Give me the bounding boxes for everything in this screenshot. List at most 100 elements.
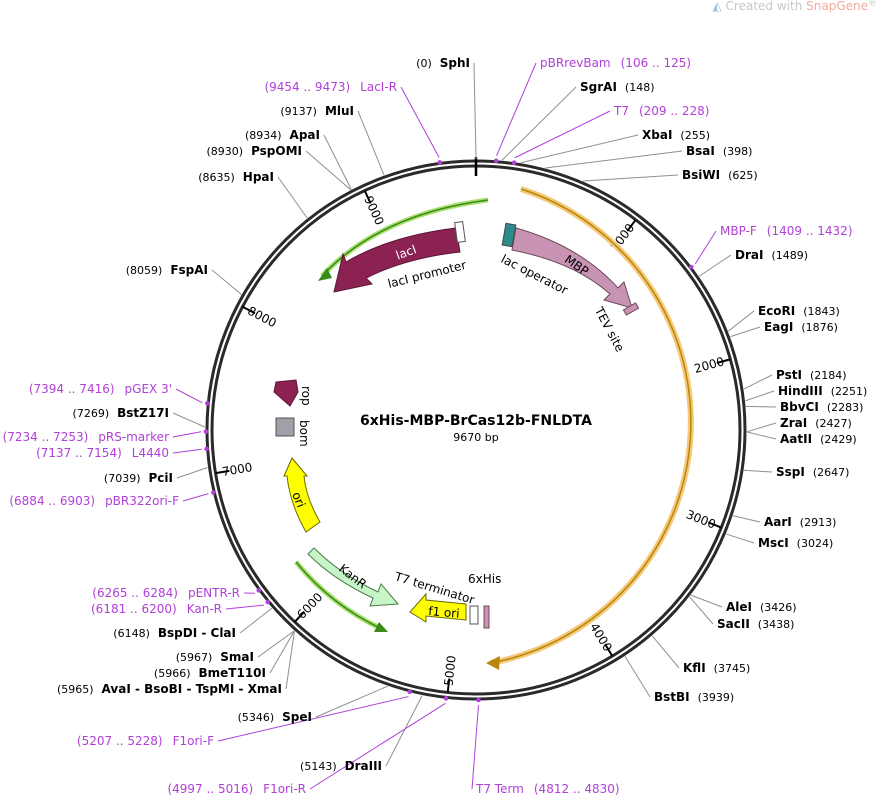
restriction-site-label: KflI(3745) [683,661,750,675]
primer-leader-line [514,110,611,159]
feature-bom-box [275,417,295,437]
restriction-site-label: BsaI(398) [686,144,752,158]
site-leader-line [257,630,295,658]
tick-label: 9000 [361,194,387,228]
site-leader-line [545,150,683,169]
restriction-site-labels: (0)SphISgrAI(148)XbaI(255)BsaI(398)BsiWI… [57,56,867,773]
primer-leader-line [172,448,202,454]
tick-mark [604,643,614,657]
restriction-site-label: (8059)FspAI [126,263,208,277]
primer-leader-line [182,493,209,502]
primer-label: (7394 .. 7416)pGEX 3' [29,382,172,396]
primer-label: (6181 .. 6200)Kan-R [91,602,222,616]
primer-labels: pBRrevBam(106 .. 125) T7(209 .. 228) MBP-F… [3,56,853,796]
primer-site-marker [204,446,209,452]
primer-site-marker [688,264,694,270]
watermark: ◭ Created with SnapGene® [712,0,877,13]
primer-label: (7234 .. 7253)pRS-marker [3,430,169,444]
site-leader-line [385,695,423,767]
primer-site-marker [443,696,449,701]
primer-site-marker [476,697,481,703]
restriction-site-label: BbvCI(2283) [780,400,863,414]
restriction-site-label: (9137)MluI [280,104,354,118]
primer-site-marker [256,588,262,593]
restriction-site-label: SacII(3438) [717,617,794,631]
label-leader-lines [172,62,777,767]
primer-site-marker [205,400,210,406]
feature-label-rop: rop [299,386,313,406]
restriction-site-label: PstI(2184) [776,368,847,382]
restriction-site-label: EagI(1876) [764,320,838,334]
watermark-prefix: Created with [725,0,803,13]
primer-leader-line [172,431,202,438]
site-leader-line [172,412,206,428]
kanr-green-arc-core [295,561,385,631]
feature-label-ori: ori [289,490,308,510]
restriction-site-label: (7269)BstZ17I [73,406,169,420]
site-leader-line [651,635,680,669]
tick-mark [707,521,722,529]
restriction-site-label: (8930)PspOMI [206,144,302,158]
restriction-site-label: ZraI(2427) [780,416,852,430]
primer-site-marker [407,689,412,695]
primer-leader-line [400,86,440,158]
site-leader-line [277,176,308,219]
site-leader-line [743,374,773,390]
site-leader-line [285,631,295,690]
site-leader-line [473,62,477,160]
restriction-site-label: SspI(2647) [776,465,849,479]
site-leader-line [732,515,761,523]
restriction-site-label: (5965)AvaI - BsoBI - TspMI - XmaI [57,682,282,696]
site-leader-line [730,326,761,338]
restriction-site-label: (5346)SpeI [238,710,312,724]
primer-leader-line [309,702,446,790]
primer-leader-line [471,704,480,790]
feature-label-f1-ori: f1 ori [428,604,460,621]
watermark-mark: ® [868,0,877,9]
plasmid-length: 9670 bp [453,431,498,444]
primer-label: pBRrevBam(106 .. 125) [540,56,691,70]
restriction-site-label: BsiWI(625) [682,168,758,182]
watermark-brand: SnapGene [806,0,868,13]
orf-arc-arrowhead [486,656,500,670]
primer-leader-lines [172,62,717,790]
site-leader-line [728,310,755,332]
primer-label: MBP-F(1409 .. 1432) [720,224,853,238]
tick-mark [716,358,731,364]
tick-mark [242,305,256,315]
feature-ori-arrow [283,457,321,533]
primer-leader-line [694,230,717,265]
restriction-site-label: EcoRI(1843) [758,304,840,318]
site-leader-line [211,269,242,295]
primer-label: T7(209 .. 228) [613,104,709,118]
primer-site-marker [203,429,209,434]
site-leader-line [698,254,732,277]
tick-mark [293,611,306,623]
site-leader-line [624,656,651,698]
feature-label-laci: lacI [394,242,418,262]
restriction-site-label: BstBI(3939) [654,690,734,704]
tick-marks [215,190,731,693]
restriction-site-label: HindIII(2251) [778,384,867,398]
restriction-site-label: DraI(1489) [735,248,808,262]
primer-label: (6884 .. 6903)pBR322ori-F [9,494,179,508]
primer-label: (5207 .. 5228)F1ori-F [77,734,214,748]
lacI-green-arrowhead [318,268,332,281]
site-leader-line [501,86,577,161]
primer-leader-line [225,604,265,610]
restriction-site-label: (8635)HpaI [198,170,274,184]
feature-laci-promoter-box [454,220,466,244]
kanr-green-arrowhead [374,622,388,632]
site-leader-line [176,467,208,479]
site-leader-line [315,685,388,718]
site-leader-line [726,533,755,544]
primer-leader-line [217,696,409,742]
feature-label-tev-site: TEV site [591,304,627,354]
site-leader-line [305,150,351,191]
restriction-site-label: (5967)SmaI [176,650,254,664]
tick-label: 6000 [294,590,325,622]
site-leader-line [745,390,775,402]
site-leader-line [689,596,714,625]
tick-mark [446,678,451,693]
restriction-site-label: (8934)ApaI [245,128,320,142]
